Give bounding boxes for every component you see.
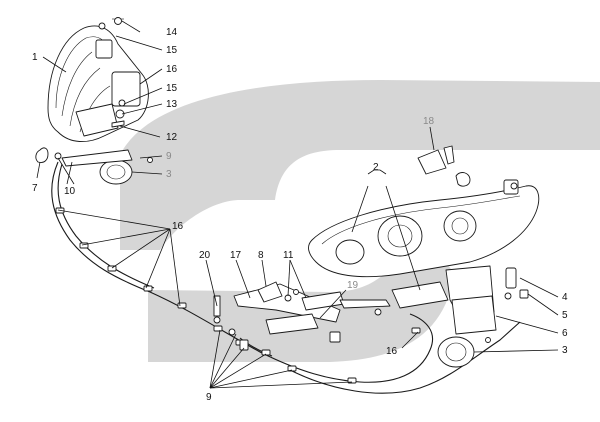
callout-2: 2 — [373, 162, 379, 173]
callout-4: 4 — [562, 292, 568, 303]
small-fasteners-top — [111, 17, 126, 128]
callout-19: 19 — [347, 280, 359, 291]
callout-8: 8 — [258, 250, 264, 261]
bulb-18 — [417, 145, 455, 175]
callout-16-bottom: 16 — [386, 346, 398, 357]
callout-1: 1 — [32, 52, 38, 63]
callout-11: 11 — [283, 250, 294, 261]
callout-18: 18 — [423, 116, 435, 127]
right-control-parts — [391, 265, 529, 368]
callout-9-left: 9 — [166, 151, 172, 162]
callout-12: 12 — [166, 132, 178, 143]
callout-13: 13 — [166, 99, 178, 110]
callout-7: 7 — [32, 183, 38, 194]
middle-linkage-parts — [213, 281, 391, 351]
callout-17: 17 — [230, 250, 242, 261]
callout-15-top: 15 — [166, 45, 178, 56]
cable-clips — [55, 207, 421, 384]
callout-16-top: 16 — [166, 64, 178, 75]
callout-labels: 1 14 15 16 15 13 12 9 3 7 10 18 2 16 20 … — [32, 27, 568, 403]
left-levelling-motor — [35, 147, 153, 185]
callout-16-left: 16 — [172, 221, 184, 232]
callout-3-left: 3 — [166, 169, 172, 180]
callout-3-right: 3 — [562, 345, 568, 356]
callout-10: 10 — [64, 186, 76, 197]
callout-6: 6 — [562, 328, 568, 339]
left-headlamp — [47, 22, 149, 142]
callout-15-mid: 15 — [166, 83, 178, 94]
callout-5: 5 — [562, 310, 568, 321]
leader-lines — [36, 20, 559, 389]
right-headlamp — [308, 172, 540, 278]
callout-9-bottom: 9 — [206, 392, 212, 403]
callout-20: 20 — [199, 250, 211, 261]
callout-14: 14 — [166, 27, 178, 38]
